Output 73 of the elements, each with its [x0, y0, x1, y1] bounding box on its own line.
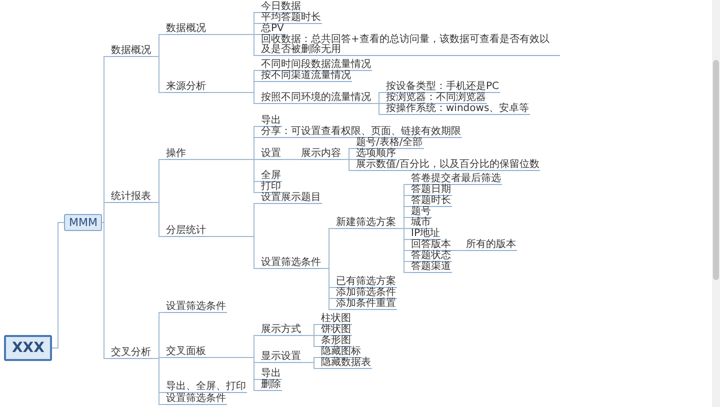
topic-label: 添加筛选条件	[335, 288, 397, 299]
topic-label: 回收数据：总共回答+查看的总访问量，该数据可查看是否有效以及是否被删除无用	[260, 35, 560, 56]
branch-line	[206, 34, 260, 56]
topic-label: IP地址	[410, 229, 441, 240]
topic-label: 题号/表格/全部	[355, 138, 424, 149]
topic-label: 设置筛选条件	[260, 258, 322, 269]
topic-label: 已有筛选方案	[335, 277, 397, 288]
topic-label: 设置展示题目	[260, 193, 322, 204]
topic-label: 删除	[260, 380, 282, 391]
branch-line	[206, 236, 260, 269]
topic-label: 按照不同环境的流量情况	[260, 93, 372, 104]
topic-label: 按不同渠道流量情况	[260, 71, 352, 82]
branch-line	[322, 268, 336, 310]
branch-line	[302, 335, 320, 347]
topic-label: 导出、全屏、打印	[165, 382, 247, 393]
topic-label: 题号	[410, 207, 432, 218]
topic-label: 展示方式	[260, 325, 302, 336]
topic-label: 打印	[260, 182, 282, 193]
topic-label: 条形图	[320, 336, 352, 347]
branch-line	[102, 202, 110, 223]
topic-label: 城市	[410, 218, 432, 229]
topic-label: 不同时间段数据流量情况	[260, 60, 372, 71]
topic-label: 回答版本	[410, 240, 452, 251]
topic-label: 数据概况	[110, 46, 152, 57]
topic-label: 今日数据	[260, 2, 302, 13]
branch-line	[372, 103, 386, 115]
topic-label: 全屏	[260, 171, 282, 182]
topic-label: 设置筛选条件	[165, 394, 227, 405]
topic-label: 展示内容	[300, 149, 342, 160]
branch-line	[396, 228, 410, 273]
topic-label: 设置	[260, 149, 282, 160]
topic-label: 展示数值/百分比，以及百分比的保留位数	[355, 160, 540, 171]
topic-label: 平均答题时长	[260, 13, 322, 24]
branch-line	[52, 222, 64, 348]
branch-line	[342, 159, 356, 171]
topic-label: 答题日期	[410, 185, 452, 196]
topic-label: 饼状图	[320, 325, 352, 336]
branch-line	[152, 202, 166, 237]
topic-label: 选项顺序	[355, 149, 397, 160]
topic-label: 新建筛选方案	[335, 218, 397, 229]
topic-label: 答卷提交者最后筛选	[410, 174, 502, 185]
topic-label: 按设备类型：手机还是PC	[385, 82, 500, 93]
branch-line	[302, 362, 320, 369]
topic-label: 添加条件重置	[335, 299, 397, 310]
topic-label: 导出	[260, 369, 282, 380]
topic-label: 所有的版本	[465, 240, 517, 251]
topic-label: 操作	[165, 149, 187, 160]
topic-label: 按操作系统：windows、安卓等	[385, 104, 530, 115]
topic-label: 设置筛选条件	[165, 302, 227, 313]
topic-label: 显示设置	[260, 352, 302, 363]
branch-line	[102, 222, 110, 359]
topic-label: 答题时长	[410, 196, 452, 207]
topic-label: 分层统计	[165, 226, 207, 237]
main-topic-box: MMM	[64, 214, 102, 231]
branch-line	[282, 159, 300, 160]
topic-label: 交叉分析	[110, 348, 152, 359]
topic-label: 导出	[260, 116, 282, 127]
topic-label: 按浏览器：不同浏览器	[385, 93, 487, 104]
branch-line	[206, 92, 260, 104]
topic-label: 交叉面板	[165, 347, 207, 358]
topic-label: 隐藏数据表	[320, 358, 372, 369]
topic-label: 答题状态	[410, 251, 452, 262]
topic-label: 统计报表	[110, 192, 152, 203]
topic-label: 总PV	[260, 24, 285, 35]
topic-label: 来源分析	[165, 82, 207, 93]
topic-label: 柱状图	[320, 314, 352, 325]
branch-line	[452, 250, 466, 251]
topic-label: 数据概况	[165, 24, 207, 35]
topic-label: 隐藏图标	[320, 347, 362, 358]
topic-label: 答题渠道	[410, 262, 452, 273]
branch-line	[186, 159, 260, 193]
topic-label: 分享：可设置查看权限、页面、链接有效期限	[260, 127, 462, 138]
root-topic-box: XXX	[4, 335, 52, 361]
